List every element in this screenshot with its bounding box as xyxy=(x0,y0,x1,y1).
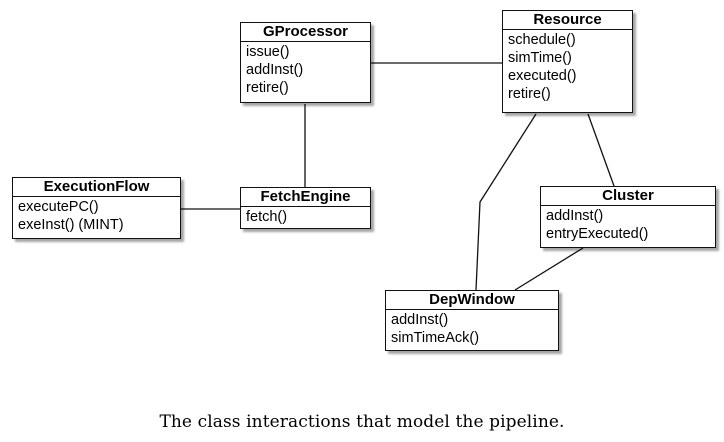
operations-list: addInst() entryExecuted() xyxy=(541,206,715,243)
operation: executed() xyxy=(508,68,577,84)
operation: exeInst() (MINT) xyxy=(18,217,124,233)
operation: entryExecuted() xyxy=(546,226,649,242)
operation: fetch() xyxy=(246,209,288,225)
operation: simTime() xyxy=(508,50,572,66)
class-name: GProcessor xyxy=(241,23,370,42)
operation: addInst() xyxy=(391,312,449,328)
class-name: DepWindow xyxy=(386,291,558,310)
class-executionflow[interactable]: ExecutionFlow executePC() exeInst() (MIN… xyxy=(12,177,181,239)
operation: issue() xyxy=(246,44,290,60)
operations-list: issue() addInst() retire() xyxy=(241,42,370,97)
figure-caption: The class interactions that model the pi… xyxy=(159,412,565,432)
operation: executePC() xyxy=(18,199,99,215)
operation: simTimeAck() xyxy=(391,330,480,346)
operation: addInst() xyxy=(246,62,304,78)
class-gprocessor[interactable]: GProcessor issue() addInst() retire() xyxy=(240,22,371,103)
association-resource-cluster xyxy=(587,113,615,187)
class-name: Cluster xyxy=(541,187,715,206)
operation: addInst() xyxy=(546,208,604,224)
class-resource[interactable]: Resource schedule() simTime() executed()… xyxy=(502,10,633,113)
class-depwindow[interactable]: DepWindow addInst() simTimeAck() xyxy=(385,290,559,351)
class-name: FetchEngine xyxy=(241,188,370,207)
operation: schedule() xyxy=(508,32,576,48)
operation: retire() xyxy=(508,86,551,102)
class-name: ExecutionFlow xyxy=(13,178,180,197)
association-cluster-depwindow xyxy=(514,247,584,291)
class-fetchengine[interactable]: FetchEngine fetch() xyxy=(240,187,371,229)
operations-list: schedule() simTime() executed() retire() xyxy=(503,30,632,103)
association-resource-depwindow xyxy=(475,113,537,291)
operations-list: fetch() xyxy=(241,207,370,226)
operations-list: executePC() exeInst() (MINT) xyxy=(13,197,180,234)
class-name: Resource xyxy=(503,11,632,30)
operation: retire() xyxy=(246,80,289,96)
operations-list: addInst() simTimeAck() xyxy=(386,310,558,347)
class-cluster[interactable]: Cluster addInst() entryExecuted() xyxy=(540,186,716,248)
